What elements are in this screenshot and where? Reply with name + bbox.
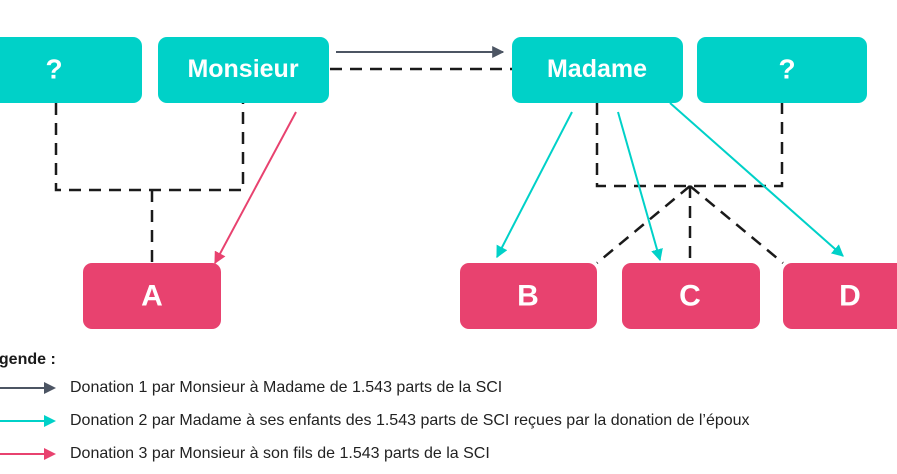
legend-item-donation-2: Donation 2 par Madame à ses enfants des … [0, 411, 750, 431]
svg-text:?: ? [45, 54, 62, 85]
donation-2-arrow-d [669, 102, 844, 257]
donation-2-arrow-b [496, 111, 573, 259]
donation-3-arrow [214, 111, 297, 265]
dashed-links-right [595, 103, 784, 264]
node-child-c: C [622, 263, 760, 329]
legend-item-donation-1: Donation 1 par Monsieur à Madame de 1.54… [0, 378, 502, 398]
legend-item-donation-3: Donation 3 par Monsieur à son fils de 1.… [0, 444, 490, 464]
node-monsieur: Monsieur [158, 37, 329, 103]
donation-2-arrow-c [617, 111, 663, 262]
svg-text:C: C [679, 280, 701, 313]
dashed-link-to-b [596, 185, 691, 264]
node-unknown-right: ? [697, 37, 867, 103]
node-child-b: B [460, 263, 597, 329]
svg-text:?: ? [778, 54, 795, 85]
svg-text:Monsieur: Monsieur [187, 55, 298, 83]
node-unknown-left: ? [0, 37, 142, 103]
svg-text:Madame: Madame [547, 55, 647, 83]
legend-arrow-dark [0, 382, 56, 394]
dashed-links-left [54, 103, 245, 263]
dashed-link-unknown-right [595, 103, 784, 188]
legend-text-donation-2: Donation 2 par Madame à ses enfants des … [70, 412, 750, 429]
svg-text:D: D [839, 280, 861, 313]
node-child-a: A [83, 263, 221, 329]
legend-text-donation-3: Donation 3 par Monsieur à son fils de 1.… [70, 445, 490, 462]
legend-arrow-teal [0, 415, 56, 427]
svg-text:A: A [141, 280, 163, 313]
node-madame: Madame [512, 37, 683, 103]
legend-title: egende : [0, 351, 56, 368]
legend-text-donation-1: Donation 1 par Monsieur à Madame de 1.54… [70, 379, 503, 396]
svg-text:B: B [517, 280, 539, 313]
dashed-link-unknown-left [54, 103, 245, 192]
node-child-d: D [783, 263, 897, 329]
legend-arrow-pink [0, 448, 56, 460]
dashed-link-to-d [689, 185, 784, 264]
